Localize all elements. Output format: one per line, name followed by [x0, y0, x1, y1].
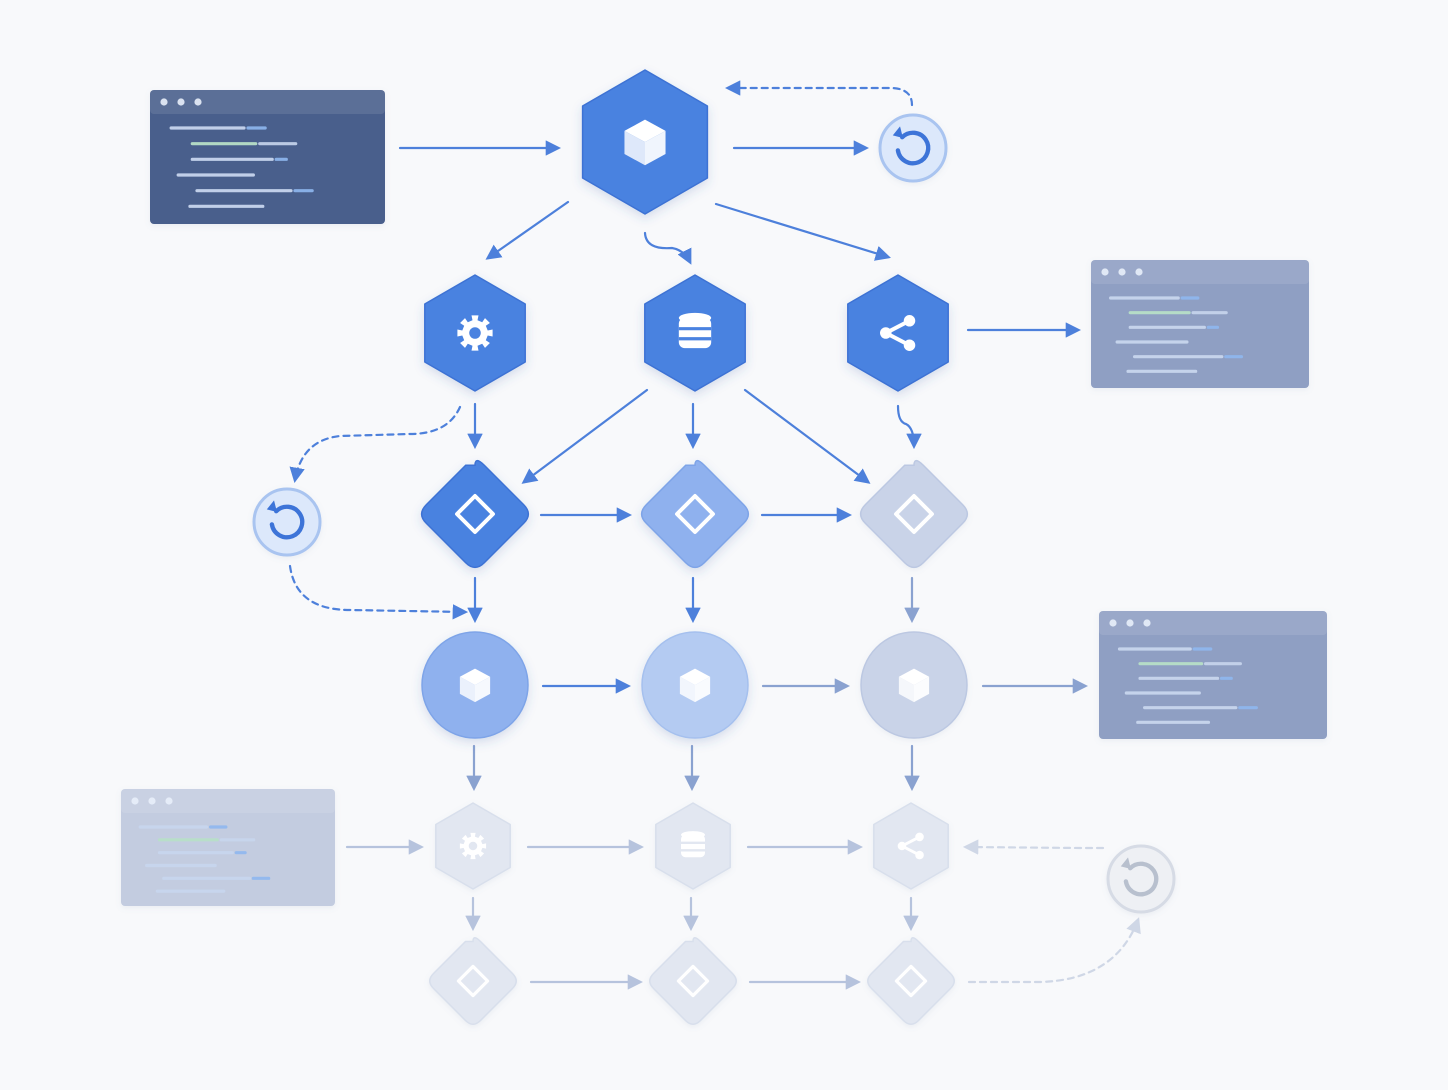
share-icon	[897, 832, 924, 860]
window-dot	[160, 98, 168, 106]
storage-2-node[interactable]	[655, 802, 731, 890]
diamond-icon	[675, 494, 715, 534]
share-2-node[interactable]	[873, 802, 949, 890]
module-1-node[interactable]	[421, 631, 529, 739]
diamond-icon	[456, 964, 490, 998]
edge-loop-top-to-root	[724, 80, 914, 107]
loop-bottom-node[interactable]	[1106, 844, 1176, 914]
edge-loop-bottom-to-share-2	[962, 839, 1105, 855]
diamond-icon	[894, 964, 928, 998]
gate-5-node[interactable]	[649, 937, 737, 1025]
diamond-icon	[676, 964, 710, 998]
module-3-node[interactable]	[860, 631, 968, 739]
module-2-node[interactable]	[641, 631, 749, 739]
cube-icon	[679, 668, 711, 703]
root-node[interactable]	[581, 69, 709, 215]
database-icon	[678, 312, 712, 349]
loop-top-node[interactable]	[878, 113, 948, 183]
edge-root-to-storage	[643, 231, 692, 265]
edge-root-to-config	[485, 200, 570, 260]
window-dot	[1109, 619, 1117, 627]
nodes-layer	[121, 69, 1327, 1025]
share-icon	[880, 315, 916, 351]
refresh-icon	[1120, 857, 1159, 897]
cube-icon	[624, 119, 666, 166]
window-dot	[148, 797, 156, 805]
config-node[interactable]	[424, 274, 526, 392]
gear-icon	[459, 832, 487, 860]
gate-1-shape	[420, 459, 530, 569]
code-output-2-window[interactable]	[1099, 611, 1327, 739]
edge-storage-to-gate-3	[743, 388, 871, 484]
edges-layer	[288, 80, 1141, 990]
edge-loop-left-to-module-1	[288, 564, 469, 620]
storage-node[interactable]	[644, 274, 746, 392]
gate-2-node[interactable]	[640, 459, 750, 569]
gate-5-shape	[649, 937, 737, 1025]
edge-gate-6-to-loop-bottom	[967, 917, 1141, 984]
window-dot	[165, 797, 173, 805]
code-input-window[interactable]	[150, 90, 385, 224]
refresh-icon	[266, 500, 305, 540]
code-output-1-window[interactable]	[1091, 260, 1309, 388]
edge-storage-to-gate-1	[521, 388, 649, 484]
gate-3-node[interactable]	[859, 459, 969, 569]
gate-6-node[interactable]	[867, 937, 955, 1025]
loop-left-node[interactable]	[252, 487, 322, 557]
loop-top-shape	[878, 113, 948, 183]
refresh-icon	[892, 126, 931, 166]
diamond-icon	[894, 494, 934, 534]
window-dot	[177, 98, 185, 106]
gate-3-shape	[859, 459, 969, 569]
gate-6-shape	[867, 937, 955, 1025]
edge-share-to-gate-3	[896, 404, 922, 450]
edge-root-to-share	[714, 202, 891, 261]
share-node[interactable]	[847, 274, 949, 392]
window-dot	[131, 797, 139, 805]
window-dot	[1118, 268, 1126, 276]
loop-bottom-shape	[1106, 844, 1176, 914]
cube-icon	[459, 668, 491, 703]
gate-1-node[interactable]	[420, 459, 530, 569]
edge-config-to-loop-left	[289, 405, 462, 484]
gate-4-shape	[429, 937, 517, 1025]
code-input-2-window[interactable]	[121, 789, 335, 906]
gear-icon	[457, 315, 493, 351]
gate-2-shape	[640, 459, 750, 569]
diamond-icon	[455, 494, 495, 534]
gate-4-node[interactable]	[429, 937, 517, 1025]
share-shape	[847, 274, 949, 392]
window-dot	[194, 98, 202, 106]
share-2-shape	[873, 802, 949, 890]
loop-left-shape	[252, 487, 322, 557]
window-dot	[1135, 268, 1143, 276]
config-2-node[interactable]	[435, 802, 511, 890]
window-dot	[1143, 619, 1151, 627]
cube-icon	[898, 668, 930, 703]
window-dot	[1126, 619, 1134, 627]
window-dot	[1101, 268, 1109, 276]
database-icon	[681, 831, 705, 858]
